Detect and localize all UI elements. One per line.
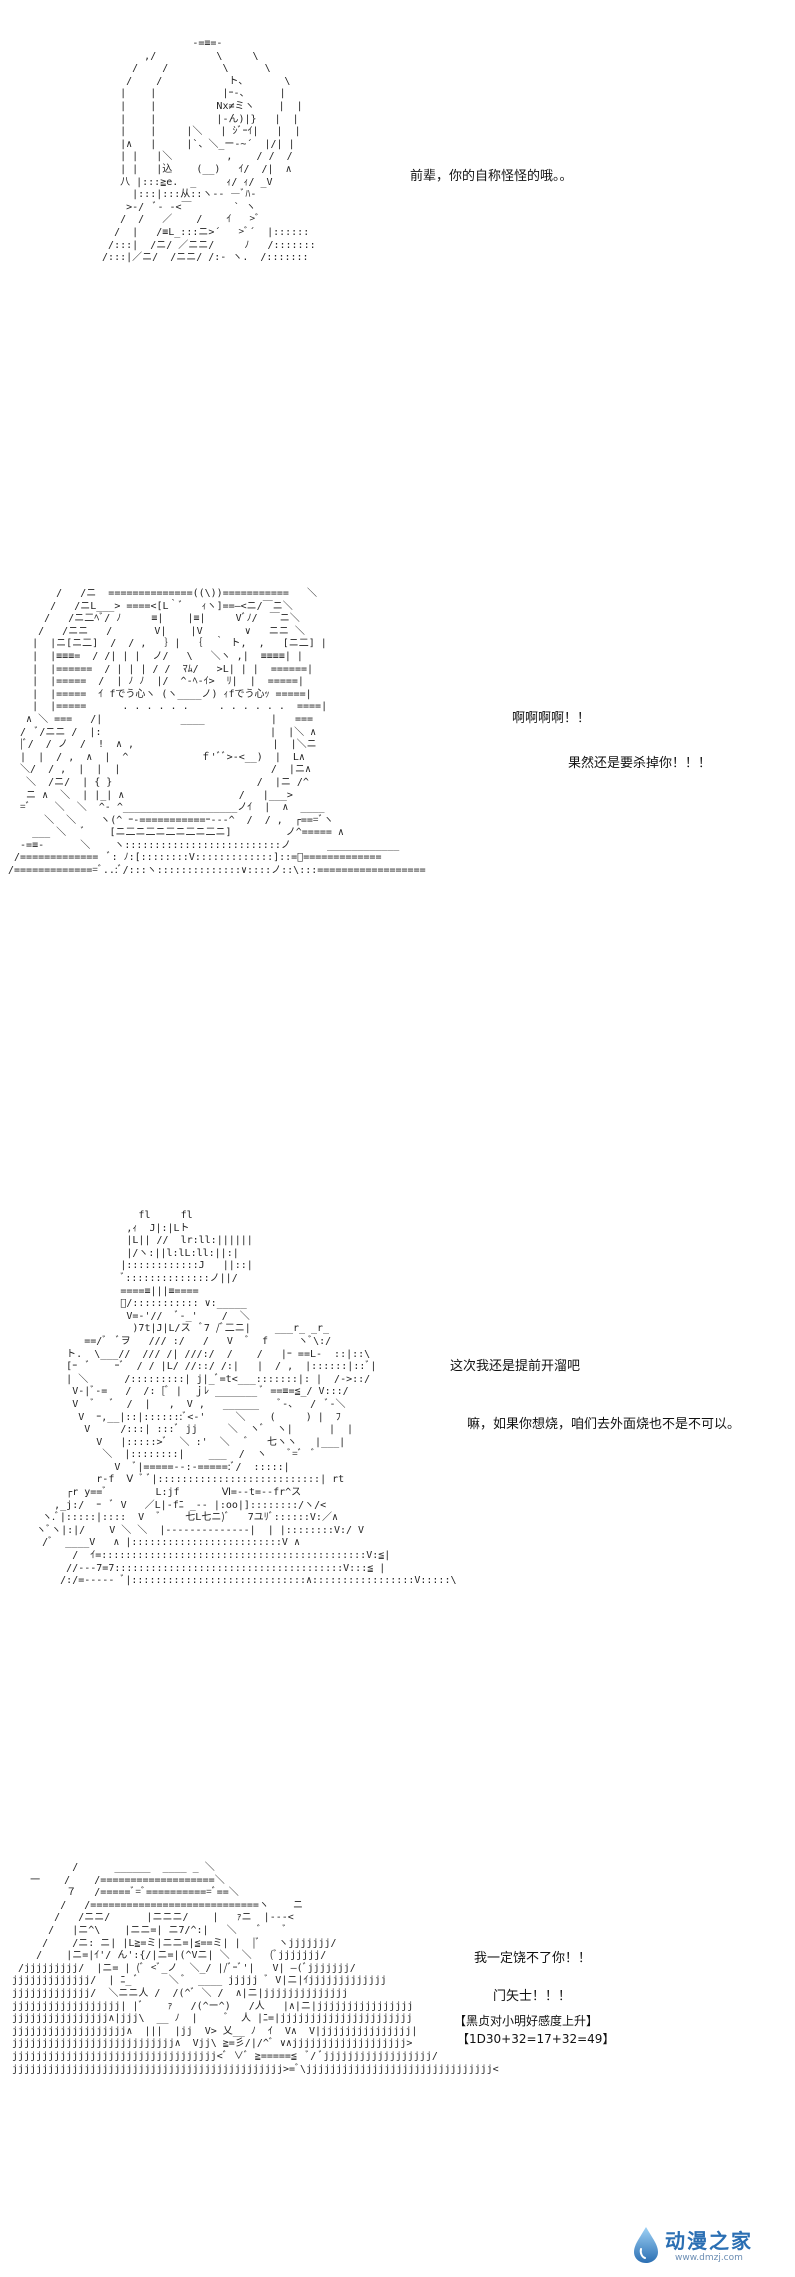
dialogue-2-line-1: 啊啊啊啊！！ xyxy=(512,711,591,726)
panel-1: -=≡=- ,/ \ \ / / \ \ / / ト、 \ | | |ｰ-、 |… xyxy=(0,0,795,440)
water-drop-icon xyxy=(634,2227,658,2263)
dialogue-4-line-2: 门矢士！！！ xyxy=(493,1989,572,2004)
panel-3: fl fl ,ｨ J|:|Lト |L|| // lr:ll:|||||| |/ヽ… xyxy=(0,1170,795,1640)
status-affection: 【黑贞对小明好感度上升】 xyxy=(454,2014,599,2028)
ascii-art-3: fl fl ,ｨ J|:|Lト |L|| // lr:ll:|||||| |/ヽ… xyxy=(36,1210,457,1587)
dialogue-3-line-2: 嘛，如果你想烧，咱们去外面烧也不是不可以。 xyxy=(467,1417,741,1432)
status-dice-roll: 【1D30+32=17+32=49】 xyxy=(457,2032,615,2046)
ascii-art-2: / /ニ ==============((\))=========== ＼ / … xyxy=(8,588,426,877)
watermark-title: 动漫之家 xyxy=(665,2229,753,2253)
panel-2: / /ニ ==============((\))=========== ＼ / … xyxy=(0,560,795,1030)
site-watermark: 动漫之家 www.dmzj.com xyxy=(631,2221,781,2269)
ascii-art-1: -=≡=- ,/ \ \ / / \ \ / / ト、 \ | | |ｰ-、 |… xyxy=(102,38,316,264)
ascii-art-4: / ______ ____ _ ＼ 一 / /=================… xyxy=(12,1862,499,2075)
dialogue-1-line-1: 前辈，你的自称怪怪的哦。。 xyxy=(410,169,573,184)
panel-4: / ______ ____ _ ＼ 一 / /=================… xyxy=(0,1850,795,2190)
watermark-url: www.dmzj.com xyxy=(675,2253,743,2263)
dialogue-4-line-1: 我一定饶不了你！！ xyxy=(474,1951,592,1966)
dialogue-3-line-1: 这次我还是提前开溜吧 xyxy=(450,1359,581,1374)
dialogue-2-line-2: 果然还是要杀掉你！！！ xyxy=(568,756,712,771)
